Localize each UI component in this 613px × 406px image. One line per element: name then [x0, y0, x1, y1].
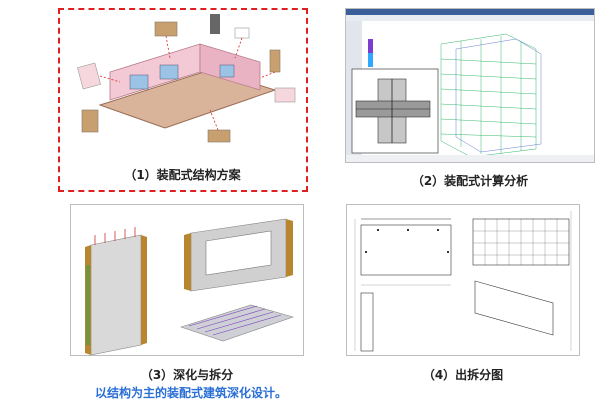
analysis-software-screenshot [346, 9, 594, 162]
panel-caption: （3）深化与拆分 [140, 368, 234, 382]
panel-splitting-drawings [346, 204, 580, 356]
panel-caption: （1）装配式结构方案 [124, 168, 241, 182]
panel-caption: （4）出拆分图 [422, 368, 504, 382]
precast-components-illustration [85, 218, 295, 355]
panel-detailing-splitting [70, 204, 304, 356]
summary-text: 以结构为主的装配式建筑深化设计。 [95, 386, 288, 400]
exploded-house-illustration [77, 14, 296, 143]
panel-structure-scheme: （1）装配式结构方案 [58, 8, 308, 192]
panel-caption: （2）装配式计算分析 [411, 174, 529, 188]
panel-structural-analysis [345, 8, 595, 163]
shop-drawings-illustration [354, 211, 572, 352]
